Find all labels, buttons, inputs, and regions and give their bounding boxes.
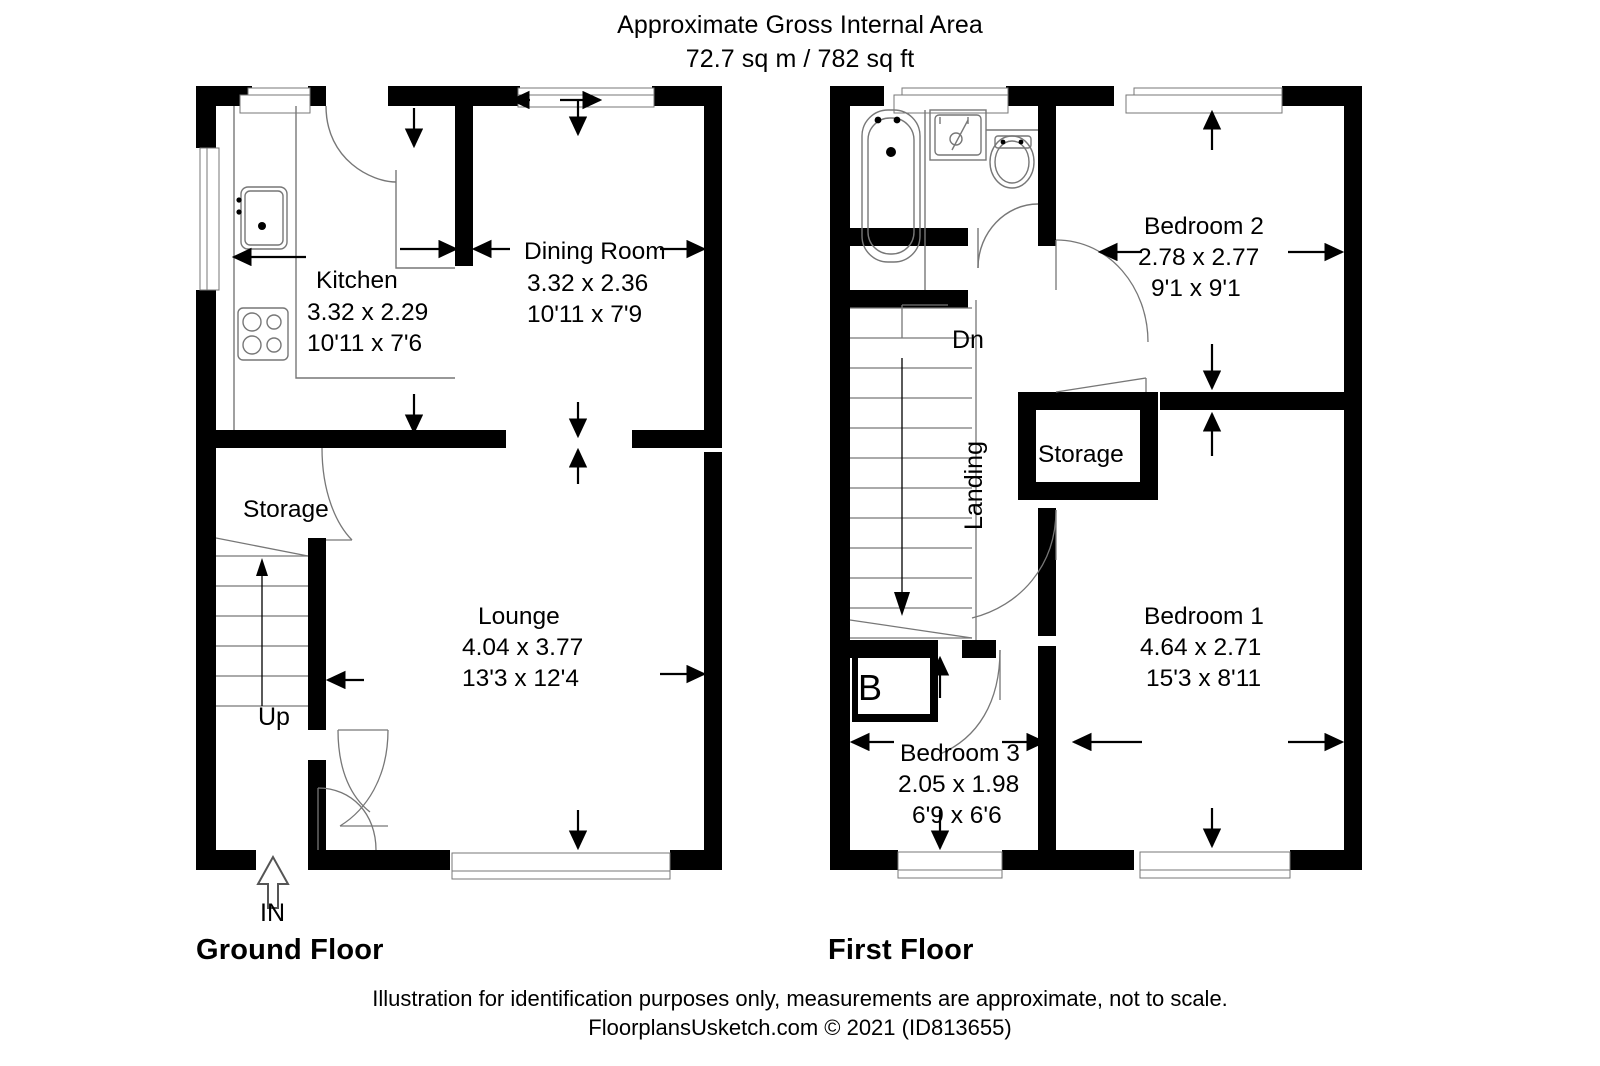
room-metric-kitchen: 3.32 x 2.29	[307, 299, 428, 326]
first-floor-caption: First Floor	[828, 934, 974, 966]
room-imperial-kitchen: 10'11 x 7'6	[307, 330, 422, 357]
room-metric-bedroom-3: 2.05 x 1.98	[898, 771, 1019, 798]
stairs-down-label: Dn	[952, 326, 984, 354]
landing-label: Landing	[960, 441, 988, 530]
first-floor-walls	[830, 86, 1362, 870]
kitchen-fittings	[233, 105, 455, 430]
room-label-lounge: Lounge	[478, 603, 560, 630]
room-imperial-bedroom-2: 9'1 x 9'1	[1151, 275, 1241, 302]
stairs-up-label: Up	[258, 703, 290, 731]
room-label-kitchen: Kitchen	[316, 267, 398, 294]
room-imperial-bedroom-3: 6'9 x 6'6	[912, 802, 1002, 829]
first-floor-windows	[893, 87, 1291, 879]
first-floor-dimension-arrows	[849, 109, 1345, 851]
room-imperial-lounge: 13'3 x 12'4	[462, 665, 579, 692]
entrance-label: IN	[260, 899, 285, 927]
room-label-bedroom-1: Bedroom 1	[1144, 603, 1264, 630]
room-label-dining-room: Dining Room	[524, 238, 666, 265]
room-label-bedroom-3: Bedroom 3	[900, 740, 1020, 767]
room-metric-bedroom-1: 4.64 x 2.71	[1140, 634, 1261, 661]
ground-floor-plan: Kitchen 3.32 x 2.29 10'11 x 7'6 Dining R…	[196, 86, 722, 927]
room-metric-dining-room: 3.32 x 2.36	[527, 270, 648, 297]
ground-floor-caption: Ground Floor	[196, 934, 384, 966]
header-line-2: 72.7 sq m / 782 sq ft	[685, 45, 915, 73]
room-label-storage-first: Storage	[1038, 441, 1124, 468]
room-label-storage-ground: Storage	[243, 496, 329, 523]
bathroom-fittings	[861, 109, 1039, 290]
ground-floor-stairs	[215, 447, 353, 707]
first-floor-doors	[939, 239, 1149, 755]
first-floor-plan: Bedroom 2 2.78 x 2.77 9'1 x 9'1 Bedroom …	[830, 86, 1362, 879]
footer-copyright: FloorplansUsketch.com © 2021 (ID813655)	[588, 1015, 1012, 1040]
ground-floor-dimension-arrows	[231, 90, 707, 851]
room-label-bedroom-2: Bedroom 2	[1144, 213, 1264, 240]
ground-floor-walls	[196, 86, 722, 870]
room-imperial-dining-room: 10'11 x 7'9	[527, 301, 642, 328]
entrance-arrow-icon	[256, 854, 290, 909]
ground-floor-doors	[317, 729, 389, 851]
header-line-1: Approximate Gross Internal Area	[617, 11, 983, 39]
room-metric-lounge: 4.04 x 3.77	[462, 634, 583, 661]
page-title: Approximate Gross Internal Area 72.7 sq …	[0, 8, 1600, 76]
footer-disclaimer: Illustration for identification purposes…	[372, 986, 1228, 1011]
first-floor-stairs	[849, 300, 977, 640]
ground-floor-windows	[199, 87, 671, 880]
room-metric-bedroom-2: 2.78 x 2.77	[1138, 244, 1259, 271]
boiler-label: B	[858, 667, 882, 708]
room-imperial-bedroom-1: 15'3 x 8'11	[1146, 665, 1261, 692]
